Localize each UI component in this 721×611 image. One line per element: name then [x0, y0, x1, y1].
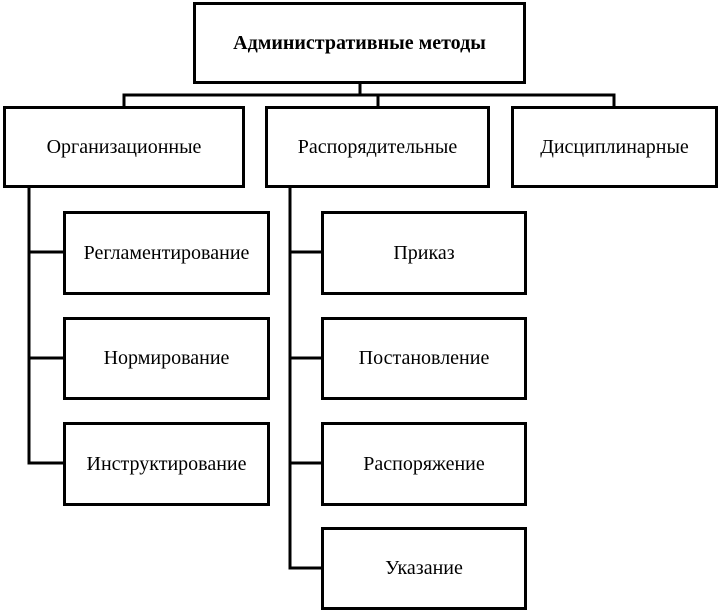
node-ukazanie-label: Указание: [385, 557, 463, 579]
node-instruktirovanie-label: Инструктирование: [86, 452, 247, 475]
node-ukazanie: Указание: [321, 527, 527, 610]
node-normirovanie: Нормирование: [63, 317, 270, 400]
node-prikaz-label: Приказ: [393, 241, 455, 264]
node-instruktirovanie: Инструктирование: [63, 422, 270, 506]
node-rasporyazhenie-label: Распоряжение: [363, 452, 485, 475]
node-reglamentirovanie: Регламентирование: [63, 211, 270, 295]
root-node-label: Административные методы: [233, 31, 486, 54]
category-administrative: Распорядительные: [265, 106, 490, 188]
node-rasporyazhenie: Распоряжение: [321, 422, 527, 506]
category-disciplinary: Дисциплинарные: [511, 106, 718, 188]
node-normirovanie-label: Нормирование: [103, 347, 230, 369]
category-organizational-label: Организационные: [46, 135, 202, 158]
node-reglamentirovanie-label: Регламентирование: [83, 241, 250, 264]
node-postanovlenie: Постановление: [321, 317, 527, 400]
category-administrative-label: Распорядительные: [297, 135, 458, 158]
category-disciplinary-label: Дисциплинарные: [540, 135, 689, 158]
category-organizational: Организационные: [3, 106, 245, 188]
node-postanovlenie-label: Постановление: [358, 347, 490, 369]
node-prikaz: Приказ: [321, 211, 527, 295]
root-node: Административные методы: [193, 2, 526, 84]
